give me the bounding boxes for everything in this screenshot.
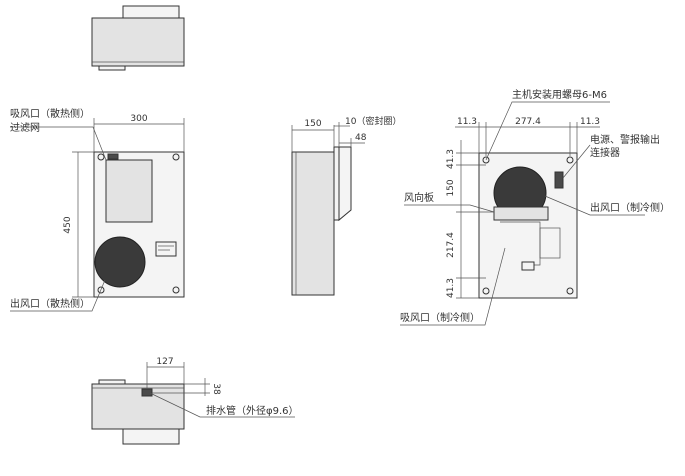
rear-v4-dim: 41.3	[446, 278, 456, 298]
front-view: 300 450 吸风口（散热侧） 过滤网 出风口（散热侧）	[10, 107, 185, 312]
nut-label: 主机安装用螺母6-M6	[512, 88, 607, 101]
rear-v2-dim: 150	[446, 179, 456, 196]
mounting-nut	[566, 156, 574, 164]
bottom-view-body	[91, 383, 185, 430]
side-flange	[338, 146, 352, 222]
intake-cool-label: 吸风口（制冷侧）	[400, 311, 480, 324]
seal-dim: 10（密封圈）	[345, 115, 401, 127]
mounting-nut	[482, 156, 490, 164]
top-view	[91, 5, 185, 71]
rear-v1-dim: 41.3	[446, 149, 456, 169]
heat-side-fan-icon	[94, 236, 146, 288]
connector-label-1: 电源、警报输出	[590, 133, 660, 146]
rear-right-dim: 11.3	[580, 117, 600, 127]
filter-label: 过滤网	[10, 121, 40, 134]
intake-heat-label: 吸风口（散热侧）	[10, 107, 90, 120]
side-body	[291, 151, 335, 296]
side-view: 150 10（密封圈） 48	[291, 115, 401, 296]
connector-block	[107, 153, 119, 160]
mounting-hole	[97, 286, 105, 294]
bottom-view-protrusion	[122, 428, 180, 445]
bottom-38-dim: 38	[211, 383, 221, 395]
mounting-nut	[482, 287, 490, 295]
mounting-hole	[172, 286, 180, 294]
top-view-foot	[98, 65, 126, 71]
connector-label-2: 连接器	[590, 146, 620, 159]
rear-left-dim: 11.3	[457, 117, 477, 127]
front-height-dim: 450	[63, 216, 73, 233]
vane-label: 风向板	[404, 191, 434, 204]
filter-panel	[105, 159, 153, 223]
mounting-hole	[97, 153, 105, 161]
side-depth-dim: 150	[304, 119, 321, 129]
label-plate	[155, 241, 177, 257]
drain-label: 排水管（外径φ9.6）	[206, 404, 299, 417]
seal-gasket	[333, 146, 340, 221]
outlet-cool-label: 出风口（制冷侧）	[590, 201, 670, 214]
bottom-view: 127 38 排水管（外径φ9.6）	[91, 357, 299, 445]
rear-view: 11.3 277.4 11.3 41.3 150 217.4 41.3 主机安装…	[400, 88, 670, 326]
rear-v3-dim: 217.4	[446, 232, 456, 258]
side-48-dim: 48	[355, 133, 367, 143]
mounting-hole	[172, 153, 180, 161]
bottom-view-foot	[98, 379, 126, 385]
drain-pipe-icon	[141, 388, 153, 397]
front-width-dim: 300	[130, 114, 147, 124]
outlet-heat-label: 出风口（散热侧）	[10, 297, 90, 310]
top-view-body	[91, 17, 185, 67]
power-connector	[554, 171, 564, 189]
bottom-127-dim: 127	[156, 357, 173, 367]
mounting-nut	[566, 287, 574, 295]
air-vane	[493, 206, 549, 221]
rear-mid-dim: 277.4	[515, 117, 541, 127]
